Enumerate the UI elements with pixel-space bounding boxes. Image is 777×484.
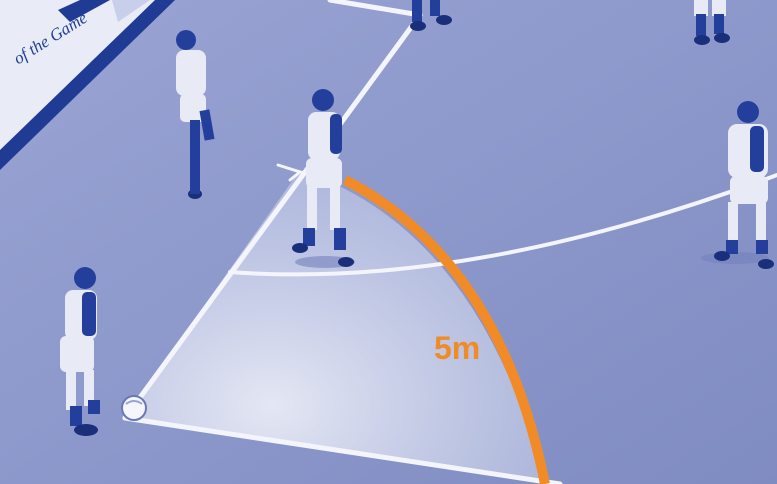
distance-label: 5m	[434, 330, 480, 367]
ball	[122, 396, 146, 420]
